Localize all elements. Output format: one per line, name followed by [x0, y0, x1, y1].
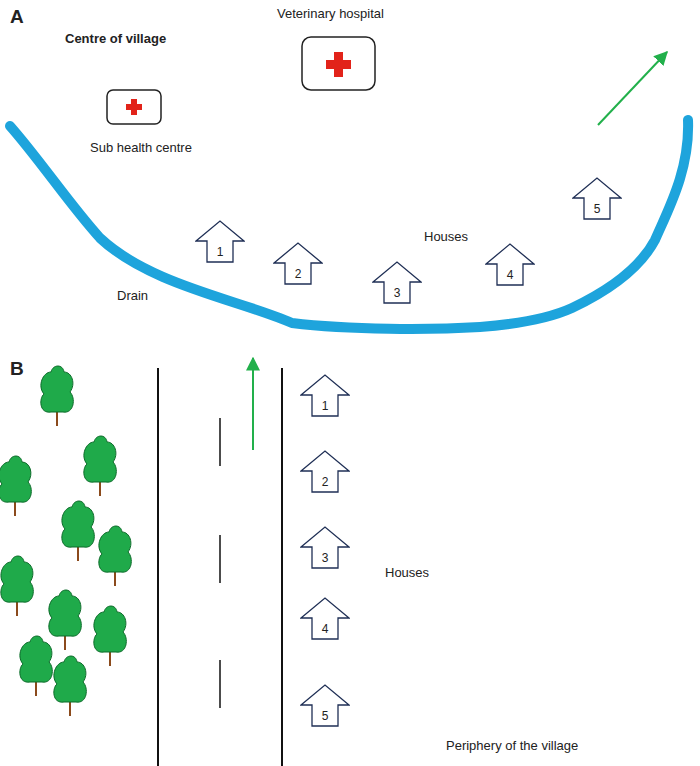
tree-crown	[41, 366, 73, 412]
house: 3	[372, 261, 422, 304]
house: 1	[195, 220, 245, 263]
house: 2	[300, 450, 350, 493]
tree-crown	[62, 501, 94, 547]
road-dash	[219, 660, 221, 708]
house-number: 2	[322, 476, 329, 488]
trees	[0, 366, 131, 716]
place-label: Periphery of the village	[446, 738, 578, 754]
house: 1	[300, 374, 350, 417]
red-cross	[126, 99, 142, 115]
drain-label: Drain	[117, 288, 148, 304]
hospital-icon	[302, 37, 375, 90]
red-cross	[326, 52, 351, 77]
house-number: 5	[594, 203, 601, 215]
direction-arrow	[252, 358, 254, 450]
road-edge	[281, 368, 283, 766]
house-number: 3	[322, 552, 329, 564]
road-dash	[219, 418, 221, 466]
house: 5	[300, 684, 350, 727]
tree-crown	[94, 606, 126, 652]
house-number: 4	[507, 269, 514, 281]
place-label: Veterinary hospital	[277, 6, 384, 22]
house: 4	[300, 597, 350, 640]
houses-label: Houses	[385, 565, 429, 581]
panel-letter: A	[10, 6, 24, 29]
house-number: 3	[394, 287, 401, 299]
houses-label: Houses	[424, 229, 468, 245]
tree-crown	[20, 636, 52, 682]
tree-crown	[99, 526, 131, 572]
panel-letter: B	[10, 358, 24, 381]
place-label: Centre of village	[65, 31, 166, 47]
house: 4	[485, 243, 535, 286]
house: 5	[572, 177, 622, 220]
house-number: 1	[322, 400, 329, 412]
house: 2	[273, 242, 323, 285]
tree-crown	[0, 456, 31, 502]
road-dash	[219, 535, 221, 583]
tree-crown	[49, 590, 81, 636]
house-number: 2	[295, 268, 302, 280]
tree-crown	[54, 656, 86, 702]
house-number: 4	[322, 623, 329, 635]
house-number: 1	[217, 246, 224, 258]
house-number: 5	[322, 710, 329, 722]
health-centre-icon	[107, 90, 161, 124]
tree-crown	[1, 556, 33, 602]
house: 3	[300, 526, 350, 569]
direction-arrow	[598, 52, 667, 125]
road-edge	[157, 368, 159, 766]
tree-crown	[84, 436, 116, 482]
drain	[10, 120, 688, 329]
place-label: Sub health centre	[90, 140, 192, 156]
